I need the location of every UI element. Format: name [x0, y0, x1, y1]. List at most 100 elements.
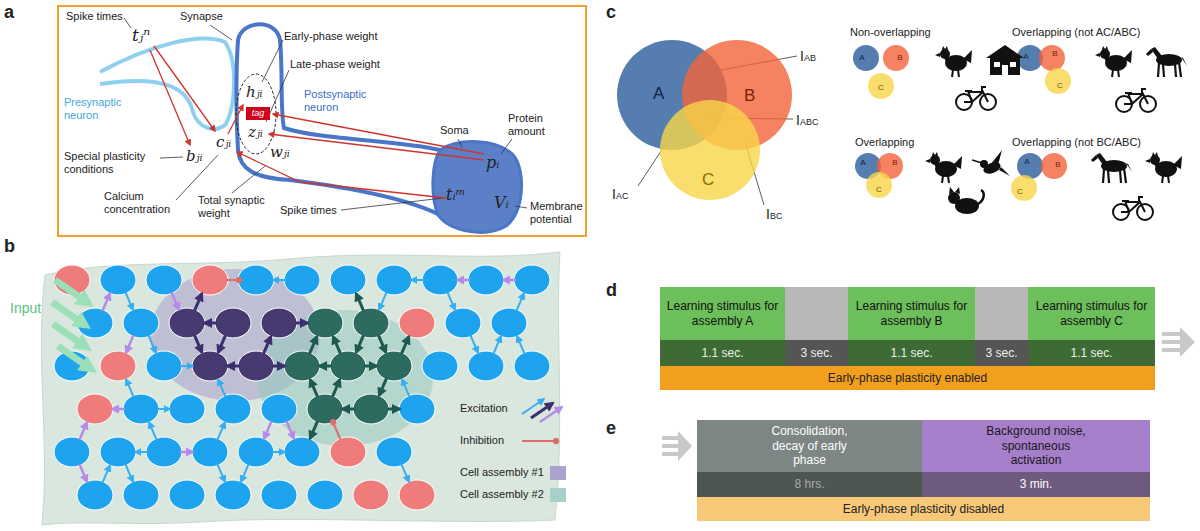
phase-box: Background noise, spontaneous activation — [922, 420, 1150, 472]
neuron-cell — [468, 265, 504, 295]
synapse-connection — [379, 335, 386, 352]
dependency-arrow — [269, 134, 484, 160]
intersection-label: IAB — [800, 48, 816, 64]
neuron-cell — [445, 308, 481, 338]
synapse-connection — [517, 336, 524, 353]
synapse-connection — [157, 408, 170, 410]
synapse-connection — [80, 422, 87, 439]
set-letter: C — [1057, 81, 1063, 90]
neuron-cell — [169, 308, 205, 338]
neuron-cell — [146, 437, 182, 467]
synapse-connection — [333, 336, 340, 353]
leader-line — [341, 198, 443, 210]
set-circle — [866, 172, 892, 198]
node-text: Learning stimulus for assembly B — [856, 299, 968, 328]
neuron-cell — [514, 265, 550, 295]
excitation-sample — [540, 407, 562, 422]
neuron-cell — [169, 394, 205, 424]
variable: Vᵢ — [494, 194, 509, 212]
set-circle — [868, 73, 894, 99]
synapse-connection — [126, 464, 133, 481]
condition-title: Overlapping (not BC/ABC) — [1012, 136, 1141, 149]
annotation: Membrane potential — [530, 200, 586, 225]
neuron-cell — [123, 480, 159, 510]
neuron-cell — [353, 308, 389, 338]
synapse-connection — [149, 422, 156, 439]
node-text: 1.1 sec. — [701, 346, 743, 360]
neuron-cell — [399, 308, 435, 338]
neuron-cell — [376, 351, 412, 381]
arrow-head — [1180, 327, 1195, 357]
node-text: Early-phase plasticity disabled — [843, 502, 1004, 516]
annotation: Synapse — [180, 10, 223, 23]
neuron-cell — [123, 394, 159, 424]
cat-icon — [948, 187, 984, 214]
synapse-connection — [103, 465, 110, 482]
neuron-cell — [284, 351, 320, 381]
synapse-connection — [264, 421, 271, 438]
neuron-cell — [54, 437, 90, 467]
condition-title: Overlapping (not AC/ABC) — [1012, 26, 1140, 39]
neuron-network — [54, 265, 550, 510]
continue-arrow — [662, 431, 692, 461]
neuron-cell — [100, 351, 136, 381]
node-text: 3 sec. — [985, 346, 1017, 360]
intersection-label: IAC — [612, 186, 628, 202]
condition-title: Non-overlapping — [850, 26, 931, 39]
synapse-connection — [402, 336, 409, 353]
synapse-connection — [195, 293, 202, 310]
synapse-connection — [149, 335, 156, 352]
set-circle-fill — [660, 100, 760, 200]
bicycle-icon — [1113, 197, 1153, 220]
node-text: A — [653, 84, 664, 104]
neuron-cell — [284, 437, 320, 467]
leader-line — [160, 157, 183, 158]
synapse-connection — [379, 378, 386, 395]
neuron-cell — [514, 351, 550, 381]
stimulus-box: Learning stimulus for assembly C — [1028, 287, 1155, 340]
legend-entry: Cell assembly #2 — [460, 488, 544, 500]
legend-text: Cell assembly #1 — [460, 466, 544, 478]
arrow-bar — [1162, 348, 1180, 352]
set-circle — [1041, 153, 1067, 179]
horse-icon — [1146, 47, 1187, 77]
neuron-cell — [330, 351, 366, 381]
dependency-arrow — [273, 114, 484, 154]
neuron-cell — [353, 394, 389, 424]
neuron-cell — [215, 308, 251, 338]
node-text: 3 min. — [1020, 477, 1053, 491]
synapse-connection — [218, 335, 225, 352]
node-text: 3 sec. — [800, 346, 832, 360]
condition-title: Overlapping — [855, 136, 914, 149]
synapse-connection — [241, 464, 248, 481]
synapse-connection — [273, 279, 286, 281]
panel-label: a — [4, 2, 14, 23]
synapse-connection — [448, 292, 455, 309]
neuron-cell — [491, 308, 527, 338]
duration-bar: 3 min. — [922, 472, 1150, 497]
neuron-cell — [422, 351, 458, 381]
set-circle — [1039, 45, 1065, 71]
node-text: 1.1 sec. — [1070, 346, 1112, 360]
neuron-cell — [215, 394, 251, 424]
synapse-state-ellipse — [236, 74, 276, 154]
synapse-connection — [103, 293, 110, 310]
arrow-bar — [662, 452, 678, 456]
dependency-arrow — [237, 152, 446, 198]
synapse-connection — [227, 365, 240, 368]
set-letter: A — [860, 158, 865, 167]
annotation: Spike times — [280, 204, 337, 217]
neuron-cell — [422, 265, 458, 295]
duration-bar: 1.1 sec. — [1028, 340, 1155, 366]
arrow-bar — [1162, 340, 1180, 344]
stimulus-box: Learning stimulus for assembly A — [660, 287, 785, 340]
neuron-cell — [307, 308, 343, 338]
legend-text: Excitation — [460, 402, 508, 414]
synapse-connection — [272, 365, 285, 368]
set-circle: C — [660, 100, 760, 200]
node-text: Early-phase plasticity enabled — [828, 371, 987, 385]
neuron-cell — [77, 480, 113, 510]
arrow-bar — [662, 444, 678, 448]
variable: tⱼⁿ — [132, 26, 150, 46]
